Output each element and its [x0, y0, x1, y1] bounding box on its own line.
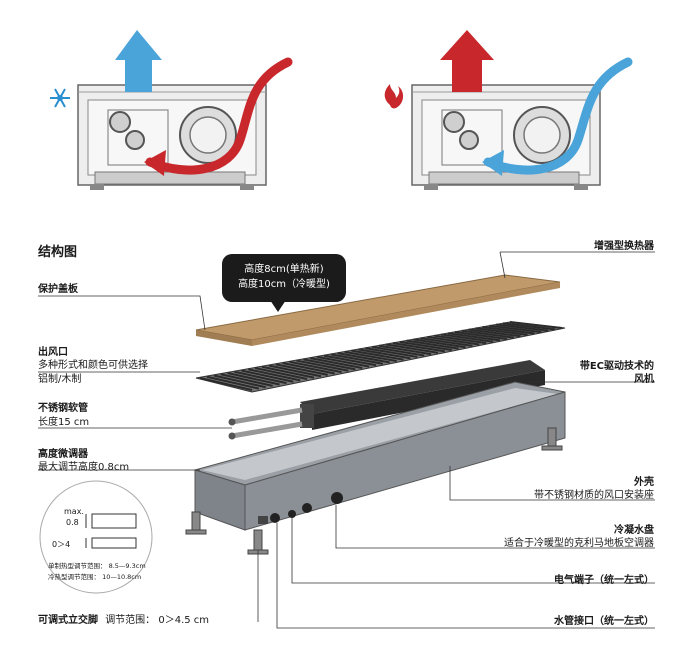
- grille-bar: [385, 343, 439, 354]
- label-fan-line-1: 带EC驱动技术的: [579, 361, 654, 372]
- label-outlet-desc-1: 多种形式和颜色可供选择: [38, 360, 148, 371]
- grille-bar: [365, 347, 418, 358]
- grille-bar: [234, 370, 287, 385]
- grille-bar: [482, 325, 535, 335]
- grille-bar: [248, 368, 301, 382]
- grille-bar: [372, 345, 425, 357]
- label-feet-desc: 调节范围： 0＞4.5 cm: [105, 615, 210, 626]
- label-adjuster-desc: 最大调节高度0.8cm: [38, 462, 130, 473]
- label-pipe: 水管接口（统一左式）: [554, 616, 654, 627]
- outer-shell: [193, 381, 566, 531]
- inset-range-label: 0＞4: [52, 540, 71, 549]
- bubble-line-1: 高度8cm(单热新): [244, 264, 324, 275]
- grille-bar: [296, 359, 349, 372]
- grille-bar: [489, 324, 542, 334]
- grille-bar: [461, 329, 514, 339]
- bubble-tail: [270, 300, 286, 312]
- grille-bar: [344, 350, 397, 363]
- height-adjuster-inset: [39, 480, 153, 594]
- grille-bar: [220, 373, 273, 387]
- heating-unit-illustration: [384, 30, 633, 190]
- ec-fan-assembly: [300, 360, 545, 430]
- label-shell-desc: 带不锈钢材质的风口安装座: [534, 490, 654, 501]
- snowflake-icon: [50, 88, 70, 108]
- label-heat-exchanger: 增强型换热器: [594, 241, 654, 252]
- up-arrow-heat-icon: [440, 30, 494, 92]
- label-shell-title: 外壳: [634, 477, 654, 488]
- label-fan-line-2: 风机: [634, 374, 654, 385]
- grille-bar: [358, 348, 411, 360]
- label-condensate-title: 冷凝水盘: [614, 525, 654, 536]
- label-outlet-title: 出风口: [38, 347, 68, 358]
- grille-bar: [310, 357, 363, 369]
- grille-bar: [199, 377, 253, 391]
- grille-bar: [509, 321, 563, 329]
- stainless-hoses: [228, 407, 303, 440]
- grille-bar: [254, 367, 308, 380]
- grille-bar: [440, 333, 494, 343]
- leader-lines: [38, 251, 655, 629]
- inset-note-1: 单制热型调节范围： 8.5—9.3cm: [48, 562, 146, 570]
- grille-bar: [275, 363, 328, 376]
- label-condensate-desc: 适合于冷暖型的克利马地板空调器: [504, 538, 654, 549]
- grille-bar: [337, 352, 390, 364]
- inset-max-label: max.: [64, 507, 84, 516]
- grille-bar: [454, 330, 508, 341]
- cooling-unit-illustration: [50, 30, 293, 190]
- up-arrow-cool-icon: [115, 30, 162, 92]
- label-hose-desc: 长度15 cm: [38, 417, 90, 428]
- outlet-grille: [195, 321, 566, 393]
- label-outlet-desc-2: 铝制/木制: [38, 374, 82, 385]
- return-air-arrow-cool-icon: [483, 57, 633, 175]
- grille-bar: [420, 337, 473, 347]
- height-bubble: 高度8cm(单热新) 高度10cm（冷暖型): [222, 254, 346, 302]
- flame-icon: [384, 84, 404, 109]
- grille-bar: [496, 323, 549, 332]
- grille-bar: [434, 334, 487, 345]
- protective-cover-panel: [195, 274, 561, 346]
- return-air-arrow-icon: [145, 57, 293, 175]
- bubble-line-2: 高度10cm（冷暖型): [238, 279, 330, 290]
- grille-bar: [413, 338, 466, 349]
- grille-bar: [399, 340, 452, 352]
- grille-bar: [427, 335, 480, 346]
- label-cover: 保护盖板: [38, 284, 78, 295]
- grille-bar: [330, 353, 384, 365]
- inset-note-2: 冷热型调节范围： 10—10.8cm: [48, 573, 142, 581]
- grille-bar: [289, 360, 342, 374]
- label-terminal: 电气端子（统一左式）: [554, 575, 654, 586]
- grille-bar: [241, 369, 294, 383]
- label-adjuster-title: 高度微调器: [38, 449, 88, 460]
- grille-bar: [406, 339, 459, 350]
- grille-bar: [316, 355, 370, 368]
- label-hose-title: 不锈钢软管: [38, 403, 88, 414]
- grille-bar: [282, 362, 335, 375]
- section-title: 结构图: [38, 245, 78, 260]
- grille-bar: [468, 328, 521, 338]
- label-feet-title: 可调式立交脚: [38, 615, 98, 626]
- grille-bar: [227, 372, 280, 386]
- grille-bar: [323, 354, 377, 367]
- grille-bar: [303, 358, 356, 371]
- grille-bar: [392, 342, 446, 353]
- grille-bar: [268, 364, 322, 378]
- label-feet: 可调式立交脚 调节范围： 0＞4.5 cm: [38, 614, 209, 627]
- grille-bar: [502, 322, 556, 331]
- grille-bar: [206, 375, 260, 390]
- grille-bar: [351, 349, 404, 361]
- grille-bar: [213, 374, 266, 389]
- grille-bar: [475, 327, 528, 336]
- inset-max-value: 0.8: [66, 518, 79, 527]
- grille-bar: [261, 365, 315, 379]
- grille-bar: [378, 344, 432, 356]
- grille-bar: [447, 332, 501, 342]
